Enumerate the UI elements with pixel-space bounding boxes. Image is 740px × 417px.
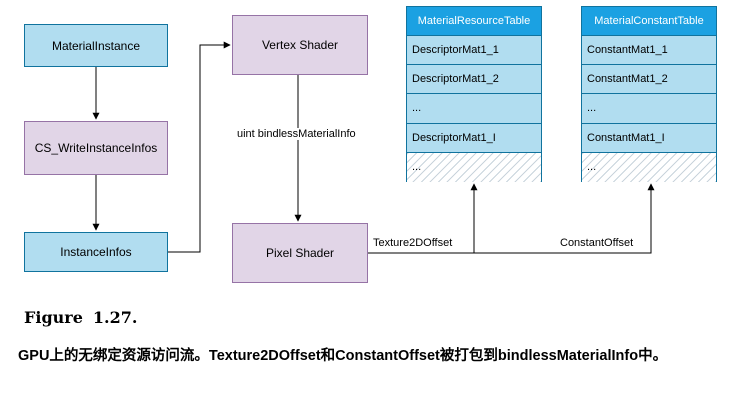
cs-write-instance-infos-node: CS_WriteInstanceInfos xyxy=(24,121,168,175)
texture-offset-edge-label: Texture2DOffset xyxy=(373,237,453,249)
pixel-shader-label: Pixel Shader xyxy=(265,246,335,260)
material-instance-node: MaterialInstance xyxy=(24,24,168,67)
figure-caption: GPU上的无绑定资源访问流。Texture2DOffset和ConstantOf… xyxy=(18,348,668,364)
resource-table-row: DescriptorMat1_1 xyxy=(407,36,541,66)
constant-table-row: ConstantMat1_I xyxy=(582,124,716,153)
figure-word: Figure xyxy=(24,308,83,327)
bindless-info-edge-label: uint bindlessMaterialInfo xyxy=(237,128,356,140)
instance-infos-label: InstanceInfos xyxy=(60,245,132,259)
vertex-shader-label: Vertex Shader xyxy=(261,38,339,52)
resource-table-row: DescriptorMat1_2 xyxy=(407,65,541,95)
material-resource-table: MaterialResourceTable DescriptorMat1_1 D… xyxy=(406,6,542,182)
cs-write-instance-infos-label: CS_WriteInstanceInfos xyxy=(34,141,158,155)
figure-number: 1.27. xyxy=(92,308,138,327)
constant-table-header: MaterialConstantTable xyxy=(582,7,716,36)
constant-table-row: ... xyxy=(582,94,716,124)
material-constant-table: MaterialConstantTable ConstantMat1_1 Con… xyxy=(581,6,717,182)
pixel-shader-node: Pixel Shader xyxy=(232,223,368,283)
edge-instanceinfos-to-vertexshader xyxy=(167,41,231,253)
resource-table-row: ... xyxy=(407,152,541,182)
resource-table-row: DescriptorMat1_I xyxy=(407,124,541,153)
vertex-shader-node: Vertex Shader xyxy=(232,15,368,75)
resource-table-row: ... xyxy=(407,94,541,124)
figure-label: Figure 1.27. xyxy=(24,308,137,327)
constant-table-row: ... xyxy=(582,152,716,182)
material-instance-label: MaterialInstance xyxy=(51,38,141,53)
constant-table-row: ConstantMat1_2 xyxy=(582,65,716,95)
constant-table-row: ConstantMat1_1 xyxy=(582,36,716,66)
instance-infos-node: InstanceInfos xyxy=(24,232,168,272)
edge-pixel-to-constanttable xyxy=(474,183,655,254)
resource-table-header: MaterialResourceTable xyxy=(407,7,541,36)
constant-offset-edge-label: ConstantOffset xyxy=(560,237,634,249)
